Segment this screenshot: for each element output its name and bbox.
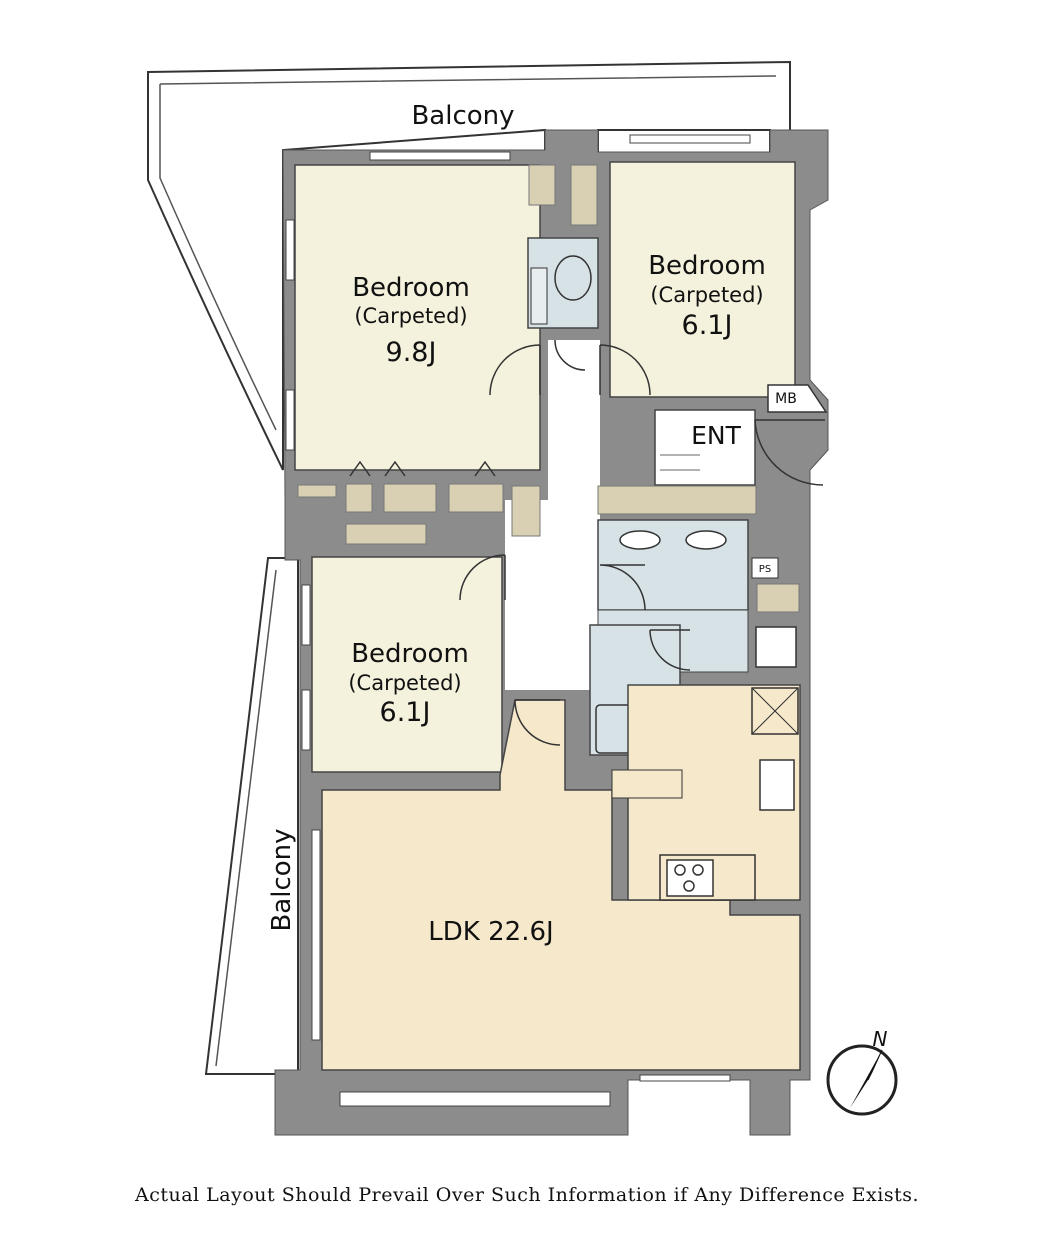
bedroom-w-floor	[311, 556, 503, 773]
bedroom-ne-size: 6.1J	[682, 310, 733, 341]
disclaimer-text: Actual Layout Should Prevail Over Such I…	[134, 1184, 920, 1206]
pipe-space-label: PS	[759, 564, 771, 575]
balcony-west-railing	[215, 569, 277, 1067]
bedroom-nw-size: 9.8J	[386, 337, 437, 368]
ldk-floor	[321, 699, 801, 1071]
balcony-west-label: Balcony	[267, 828, 297, 931]
basin-left	[619, 530, 661, 550]
washer-pan	[755, 626, 797, 668]
kitchen-storage	[611, 769, 683, 799]
basin-right	[685, 530, 727, 550]
storage-closets	[297, 164, 800, 613]
bedroom-w-name: Bedroom	[351, 639, 469, 669]
bedroom-nw-name: Bedroom	[352, 273, 470, 303]
stove-top	[666, 859, 714, 897]
pipe-space	[751, 557, 779, 579]
kitchen-sink	[759, 759, 795, 811]
balcony-west-outline	[204, 557, 299, 1075]
entrance-floor	[654, 409, 756, 486]
bedroom-nw-floor: (Carpeted)	[354, 304, 467, 328]
bedroom-w-size: 6.1J	[380, 697, 431, 728]
toilet-bowl	[554, 255, 592, 301]
ldk-label: LDK 22.6J	[428, 917, 553, 947]
balcony-north-label: Balcony	[411, 101, 514, 131]
meter-box-label: MB	[775, 391, 797, 407]
entrance-label: ENT	[691, 421, 741, 450]
door-swings	[349, 339, 825, 746]
bedroom-ne-name: Bedroom	[648, 251, 766, 281]
compass-north-label: N	[873, 1027, 888, 1051]
entrance-steps	[660, 454, 700, 471]
refrigerator-cross	[751, 687, 799, 735]
bedroom-w-floor: (Carpeted)	[348, 671, 461, 695]
balcony-north-railing	[159, 75, 777, 431]
windows	[285, 134, 751, 1107]
bedroom-ne-floor: (Carpeted)	[650, 283, 763, 307]
stove-burners	[674, 864, 704, 892]
compass-rose	[826, 1044, 898, 1116]
bedroom-ne-floor	[609, 161, 796, 398]
meter-box	[767, 384, 828, 413]
toilet-sink	[530, 267, 548, 325]
